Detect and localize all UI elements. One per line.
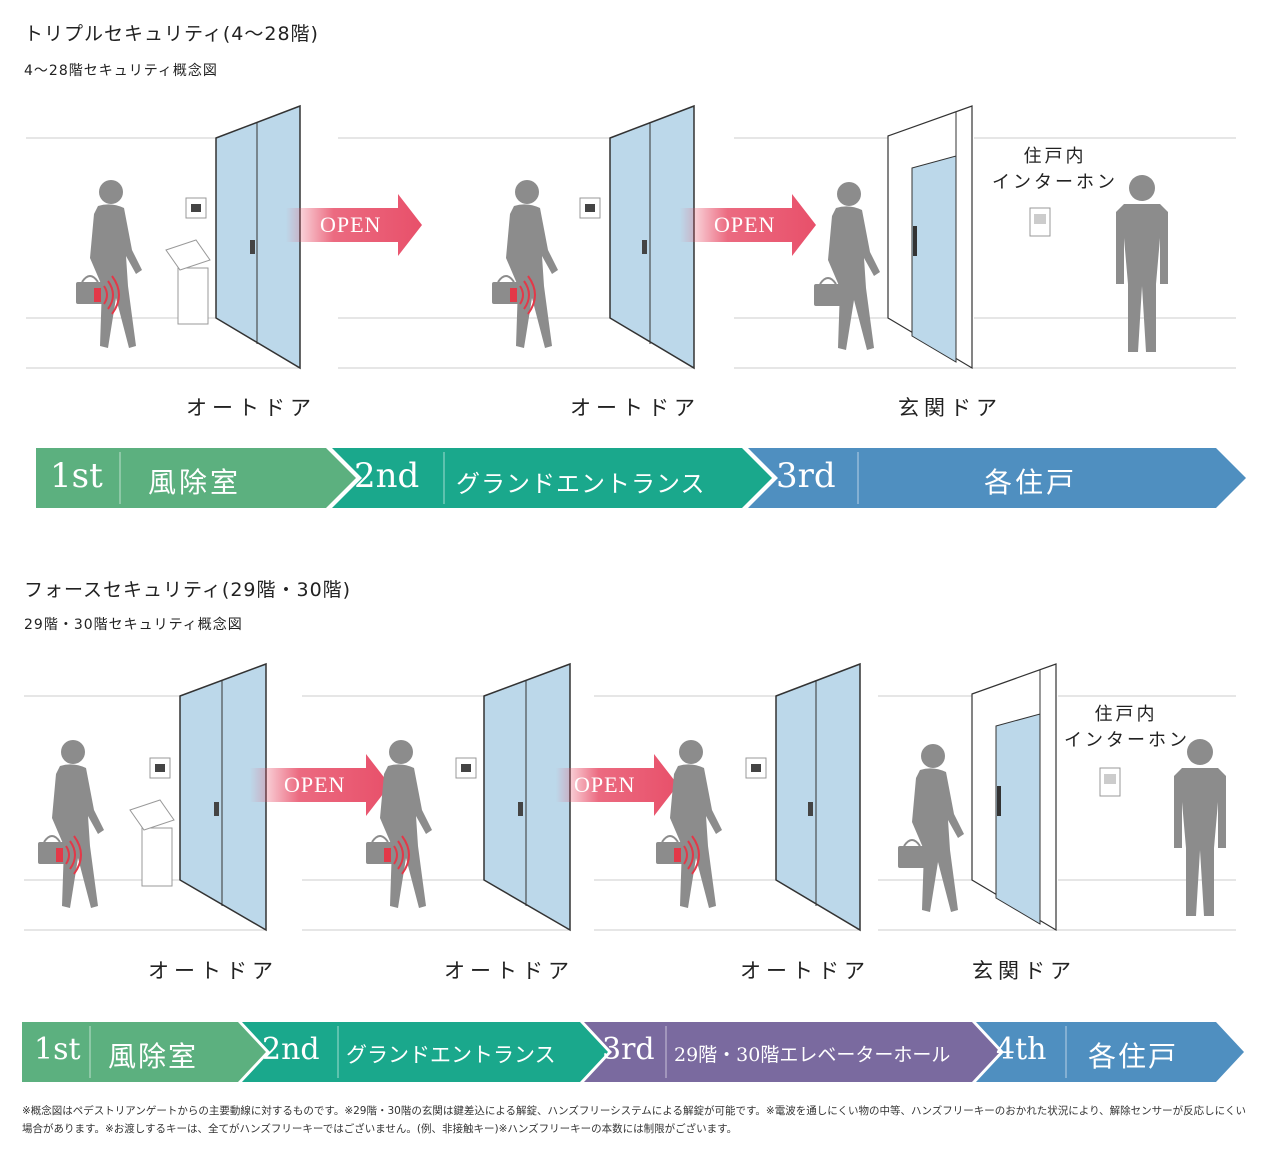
step-label: グランドエントランス: [456, 470, 706, 498]
step-label: 各住戸: [984, 466, 1078, 499]
person-icon: [655, 739, 723, 909]
security-step-bar: 1st 風除室 2nd グランドエントランス 3rd 各住戸: [36, 448, 1246, 508]
section2-illustration: [24, 662, 1236, 932]
intercom-label: 住戸内 インターホン: [1064, 704, 1190, 751]
intercom-label: 住戸内 インターホン: [992, 146, 1118, 193]
open-arrow-1: [286, 194, 422, 256]
step-label: 29階・30階エレベーターホール: [674, 1044, 951, 1066]
step-number: 1st: [34, 1032, 81, 1067]
security-step-bar: 1st 風除室 2nd グランドエントランス 3rd 29階・30階エレベーター…: [22, 1022, 1244, 1082]
open-label: OPEN: [714, 212, 776, 237]
open-label: OPEN: [320, 212, 382, 237]
step-shape: [976, 1022, 1244, 1082]
step-label: 各住戸: [1088, 1040, 1179, 1073]
open-arrow-1: [250, 754, 390, 816]
step-number: 2nd: [262, 1032, 320, 1067]
step-number: 2nd: [354, 456, 420, 496]
open-label: OPEN: [284, 772, 346, 797]
open-arrow-2: [680, 194, 816, 256]
door-caption: オートドア: [148, 959, 278, 983]
step-2nd: [332, 448, 772, 508]
section2-subtitle: 29階・30階セキュリティ概念図: [24, 617, 243, 633]
step-shape: [332, 448, 772, 508]
step-3rd: [584, 1022, 1000, 1082]
step-1st: [36, 448, 356, 508]
step-label: 風除室: [148, 466, 242, 499]
person-icon: [491, 179, 559, 349]
step-shape: [22, 1022, 266, 1082]
door-caption: 玄関ドア: [898, 396, 1002, 420]
panel4-scene: [878, 663, 1236, 932]
section2-title: フォースセキュリティ(29階・30階): [24, 579, 352, 601]
step-shape: [242, 1022, 608, 1082]
person-icon: [75, 179, 143, 349]
open-arrow-2: [556, 754, 678, 816]
panel2-scene: [302, 662, 571, 932]
step-number: 4th: [996, 1032, 1047, 1067]
section1-title: トリプルセキュリティ(4〜28階): [24, 23, 319, 45]
section1-subtitle: 4〜28階セキュリティ概念図: [24, 63, 218, 79]
step-label: 風除室: [108, 1040, 199, 1073]
person-icon: [813, 181, 881, 351]
step-shape: [584, 1022, 1000, 1082]
step-number: 3rd: [776, 456, 836, 496]
step-number: 3rd: [602, 1032, 655, 1067]
panel1-scene: [26, 104, 301, 370]
person-icon: [37, 739, 105, 909]
person-icon: [365, 739, 433, 909]
door-caption: 玄関ドア: [972, 959, 1076, 983]
step-3rd: [748, 448, 1246, 508]
door-caption: オートドア: [444, 959, 574, 983]
panel3-scene: [734, 105, 1236, 370]
step-shape: [748, 448, 1246, 508]
step-shape: [36, 448, 356, 508]
door-caption: オートドア: [740, 959, 870, 983]
open-label: OPEN: [574, 772, 636, 797]
step-2nd: [242, 1022, 608, 1082]
panel2-scene: [338, 104, 695, 370]
man-icon: [1116, 175, 1168, 352]
step-number: 1st: [50, 456, 103, 496]
door-caption: オートドア: [186, 396, 316, 420]
person-icon: [897, 743, 965, 913]
step-label: グランドエントランス: [346, 1043, 556, 1067]
door-caption: オートドア: [570, 396, 700, 420]
step-1st: [22, 1022, 266, 1082]
panel3-scene: [594, 662, 861, 932]
section1-illustration: [26, 104, 1236, 370]
footnote: ※概念図はペデストリアンゲートからの主要動線に対するものです。※29階・30階の…: [22, 1105, 1246, 1135]
step-4th: [976, 1022, 1244, 1082]
man-icon: [1174, 739, 1226, 916]
panel1-scene: [24, 662, 267, 932]
